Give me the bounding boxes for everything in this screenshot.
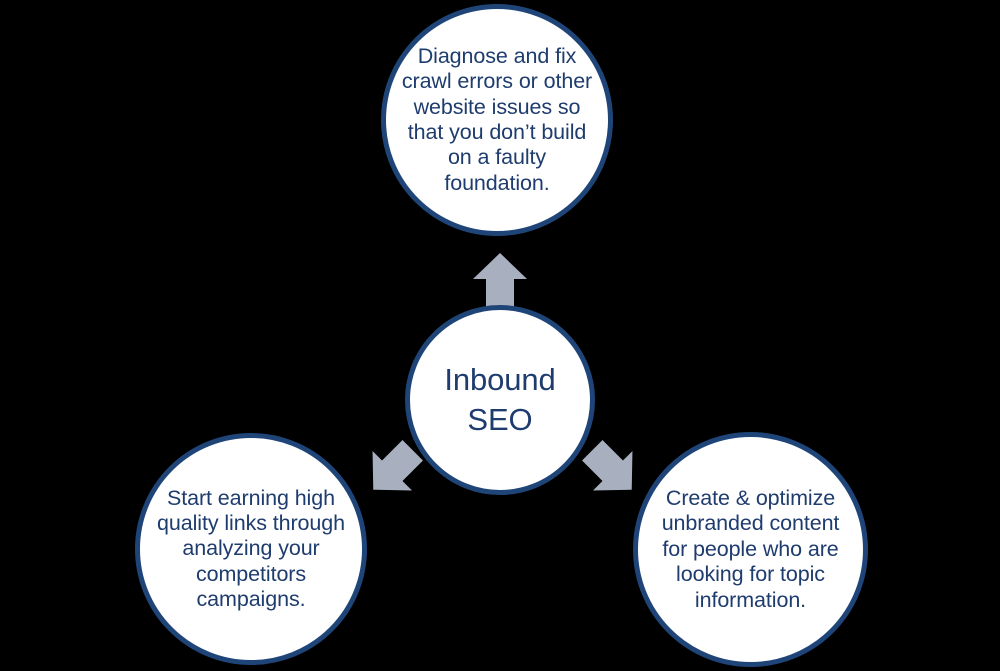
- circle-inbound-seo-label: Inbound SEO: [444, 361, 556, 437]
- circle-crawl-errors[interactable]: Diagnose and fix crawl errors or other w…: [381, 4, 613, 236]
- circle-link-building[interactable]: Start earning high quality links through…: [135, 433, 367, 665]
- circle-content-optimization-label: Create & optimize unbranded content for …: [661, 486, 840, 612]
- arrow-down-right-icon: [581, 440, 643, 500]
- circle-inbound-seo[interactable]: Inbound SEO: [405, 305, 595, 495]
- circle-crawl-errors-label: Diagnose and fix crawl errors or other w…: [401, 43, 593, 195]
- circle-content-optimization[interactable]: Create & optimize unbranded content for …: [633, 432, 868, 667]
- circle-link-building-label: Start earning high quality links through…: [157, 485, 345, 612]
- arrow-down-left-icon: [362, 440, 424, 500]
- arrow-up-icon: [470, 252, 530, 308]
